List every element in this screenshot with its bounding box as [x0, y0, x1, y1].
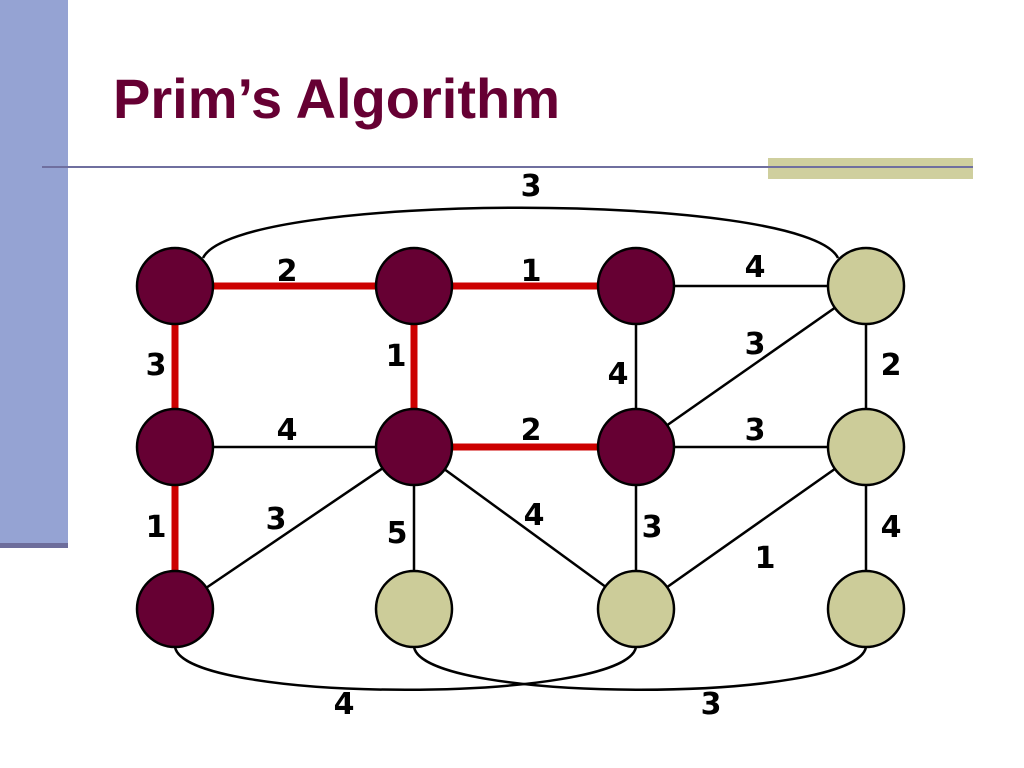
edge-weight-label: 1	[755, 541, 776, 576]
unvisited-node	[826, 246, 906, 326]
edge-weight-label: 4	[277, 413, 298, 448]
unvisited-node	[596, 569, 676, 649]
graph-edge	[174, 445, 415, 611]
visited-node	[596, 407, 676, 487]
edge-weight-label: 3	[745, 413, 766, 448]
title-rule-accent	[768, 166, 973, 168]
visited-node	[135, 407, 215, 487]
edge-weight-label: 2	[521, 413, 542, 448]
edge-weight-label: 2	[881, 348, 902, 383]
edge-weight-label: 4	[608, 357, 629, 392]
visited-node	[374, 407, 454, 487]
edge-weight-label: 1	[146, 510, 167, 545]
sidebar-decoration	[0, 0, 68, 545]
title-rule	[42, 166, 972, 168]
unvisited-node	[374, 569, 454, 649]
graph-edge	[412, 646, 868, 691]
edge-weight-label: 5	[387, 516, 408, 551]
edge-weight-label: 3	[266, 502, 287, 537]
edge-weight-label: 2	[277, 254, 298, 289]
graph-edge	[635, 284, 867, 449]
edge-weight-label: 4	[745, 250, 766, 285]
edge-weight-label: 3	[146, 348, 167, 383]
visited-node	[596, 246, 676, 326]
edge-weight-label: 1	[386, 339, 407, 374]
slide-title: Prim’s Algorithm	[113, 67, 561, 130]
edge-weight-label: 3	[521, 169, 542, 204]
unvisited-node	[826, 407, 906, 487]
edge-weight-label: 1	[521, 254, 542, 289]
edge-weight-label: 3	[745, 327, 766, 362]
edge-weight-label: 4	[524, 498, 545, 533]
graph-edge	[413, 445, 637, 611]
edge-weight-label: 3	[701, 687, 722, 722]
visited-node	[374, 246, 454, 326]
unvisited-node	[826, 569, 906, 649]
nodes-layer	[135, 246, 906, 649]
graph-edge	[635, 445, 867, 611]
visited-node	[135, 246, 215, 326]
edge-weight-label: 3	[642, 510, 663, 545]
sidebar-base-line	[0, 543, 68, 548]
title-accent-bar	[768, 158, 973, 179]
weight-labels-layer: 2 1 4 3 1 4 3 2 4 2 3 1 3 5 4 3 1 4 3 4 3	[146, 169, 902, 722]
visited-node	[135, 569, 215, 649]
edge-weight-label: 4	[334, 687, 355, 722]
edge-weight-label: 4	[881, 510, 902, 545]
graph-edge	[173, 646, 638, 691]
graph-edge	[201, 206, 840, 259]
